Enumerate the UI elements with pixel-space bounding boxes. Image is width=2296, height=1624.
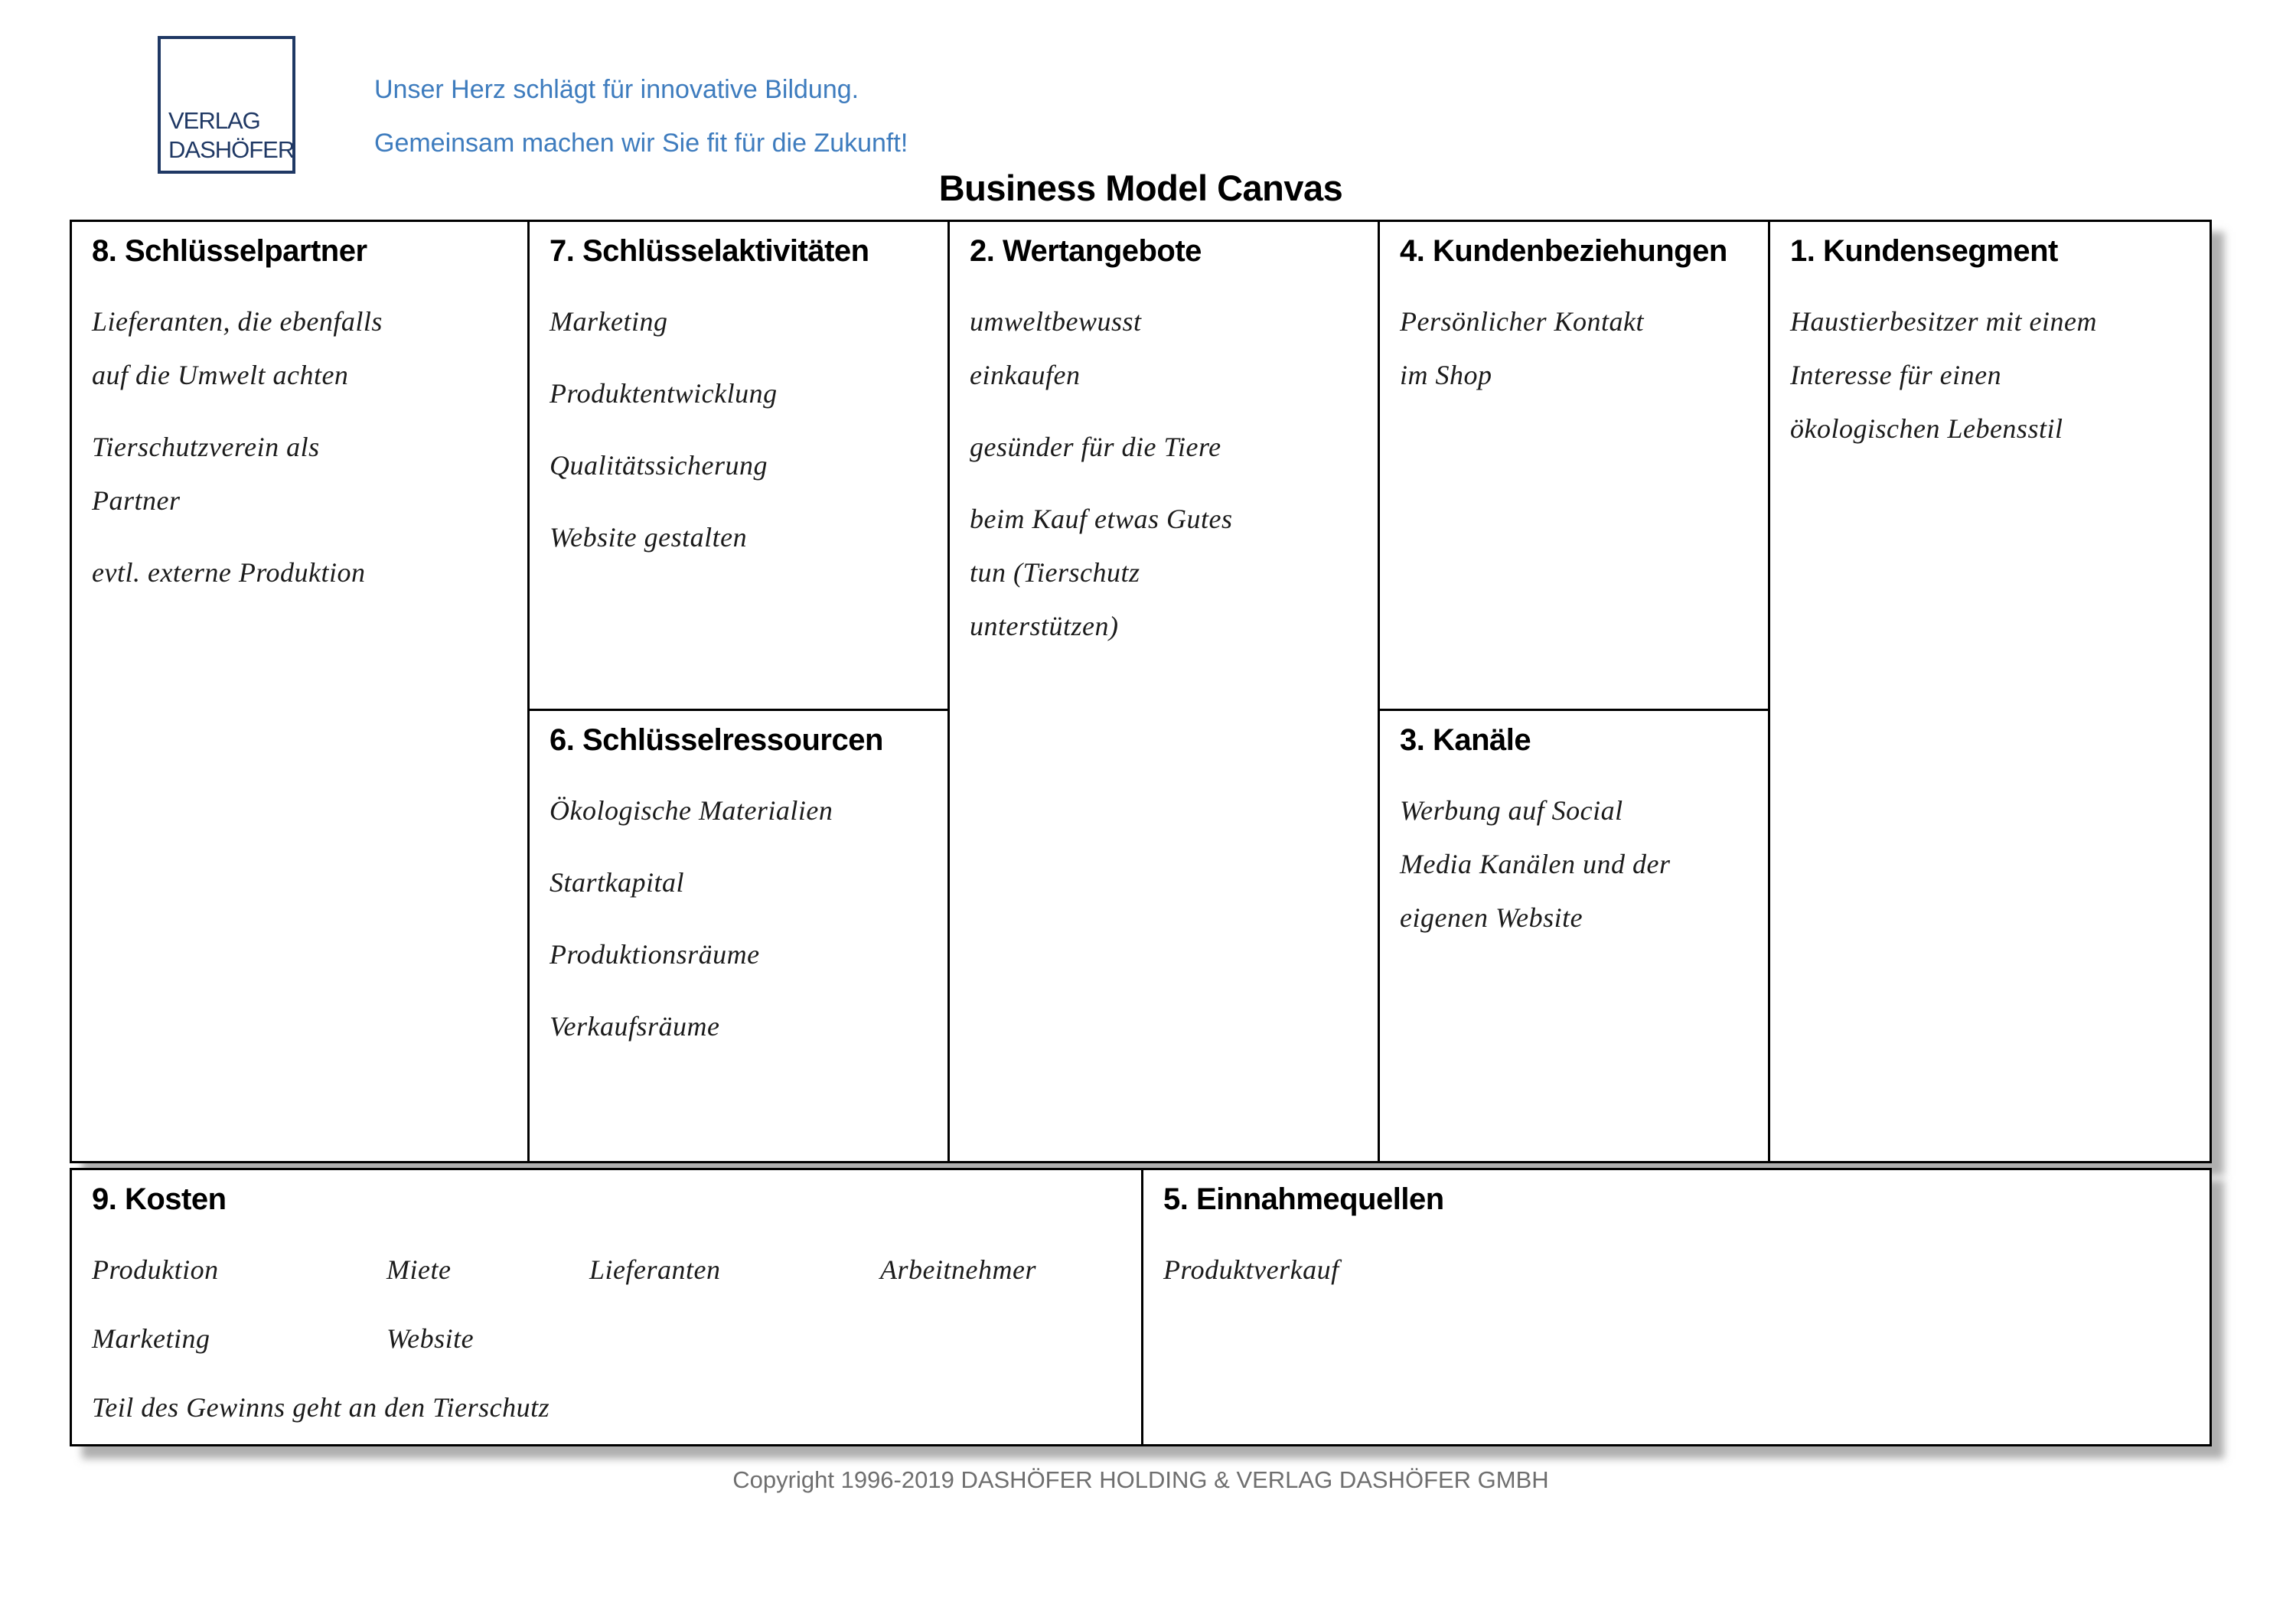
- box-heading: 5. Einnahmequellen: [1163, 1182, 1444, 1216]
- box-heading: 6. Schlüsselressourcen: [550, 723, 883, 757]
- box-heading: 2. Wertangebote: [970, 234, 1202, 268]
- note-text: Ökologische Materialien: [550, 795, 833, 826]
- copyright-line: Copyright 1996-2019 DASHÖFER HOLDING & V…: [732, 1466, 1549, 1493]
- note-text: Verkaufsräume: [550, 1011, 720, 1042]
- box-heading: 3. Kanäle: [1400, 723, 1531, 757]
- page-title: Business Model Canvas: [938, 168, 1343, 208]
- logo-line-dashoefer: DASHÖFER: [168, 136, 295, 163]
- note-text: Produktion: [92, 1254, 219, 1285]
- tagline-line-2: Gemeinsam machen wir Sie fit für die Zuk…: [374, 129, 908, 158]
- note-text: Marketing: [550, 306, 668, 337]
- note-text: Startkapital: [550, 867, 684, 898]
- box-schluesselpartner: 8. Schlüsselpartner Lieferanten, die ebe…: [72, 222, 527, 1161]
- box-heading: 9. Kosten: [92, 1182, 227, 1216]
- box-heading: 8. Schlüsselpartner: [92, 234, 367, 268]
- box-kosten: 9. Kosten Produktion Miete Lieferanten A…: [72, 1170, 1141, 1444]
- note-text: Lieferanten, die ebenfalls auf die Umwel…: [92, 306, 383, 390]
- box-heading: 4. Kundenbeziehungen: [1400, 234, 1727, 268]
- box-heading: 7. Schlüsselaktivitäten: [550, 234, 869, 268]
- note-text: Arbeitnehmer: [880, 1254, 1036, 1285]
- canvas-grid-bottom: 9. Kosten Produktion Miete Lieferanten A…: [70, 1168, 2212, 1446]
- note-text: [880, 1312, 1121, 1365]
- note-text: [589, 1312, 880, 1365]
- note-text: beim Kauf etwas Gutes tun (Tierschutz un…: [970, 504, 1233, 641]
- logo-line-verlag: VERLAG: [168, 107, 261, 134]
- note-text: Teil des Gewinns geht an den Tierschutz: [92, 1392, 550, 1423]
- note-text: Qualitätssicherung: [550, 450, 768, 481]
- note-text: Werbung auf Social Media Kanälen und der…: [1400, 795, 1671, 933]
- note-text: Marketing: [92, 1323, 210, 1354]
- note-text: Lieferanten: [589, 1254, 721, 1285]
- note-text: Website gestalten: [550, 522, 748, 553]
- box-wertangebote: 2. Wertangebote umweltbewusst einkaufen …: [947, 222, 1378, 1161]
- note-text: gesünder für die Tiere: [970, 432, 1221, 462]
- tagline-line-1: Unser Herz schlägt für innovative Bildun…: [374, 75, 859, 104]
- note-text: evtl. externe Produktion: [92, 557, 366, 588]
- note-text: Miete: [386, 1254, 452, 1285]
- note-text: Haustierbesitzer mit einem Interesse für…: [1790, 306, 2097, 444]
- box-schluesselressourcen: 6. Schlüsselressourcen Ökologische Mater…: [527, 709, 947, 1161]
- note-text: Persönlicher Kontakt im Shop: [1400, 306, 1644, 390]
- note-text: Produktverkauf: [1163, 1254, 1339, 1285]
- box-einnahmequellen: 5. Einnahmequellen Produktverkauf: [1141, 1170, 2210, 1444]
- note-text: Produktionsräume: [550, 939, 760, 970]
- box-schluesselaktivitaeten: 7. Schlüsselaktivitäten Marketing Produk…: [527, 222, 947, 709]
- kosten-entries: Produktion Miete Lieferanten Arbeitnehme…: [92, 1243, 1121, 1434]
- note-text: Tierschutzverein als Partner: [92, 432, 320, 516]
- box-kanaele: 3. Kanäle Werbung auf Social Media Kanäl…: [1378, 709, 1768, 1161]
- brand-tagline: Unser Herz schlägt für innovative Bildun…: [374, 63, 908, 170]
- note-text: Produktentwicklung: [550, 378, 778, 409]
- box-heading: 1. Kundensegment: [1790, 234, 2058, 268]
- canvas-grid-upper: 8. Schlüsselpartner Lieferanten, die ebe…: [70, 220, 2212, 1163]
- note-text: umweltbewusst einkaufen: [970, 306, 1142, 390]
- box-kundensegment: 1. Kundensegment Haustierbesitzer mit ei…: [1768, 222, 2210, 1161]
- note-text: Website: [386, 1323, 475, 1354]
- logo-text: VERLAG DASHÖFER: [168, 106, 295, 165]
- box-kundenbeziehungen: 4. Kundenbeziehungen Persönlicher Kontak…: [1378, 222, 1768, 709]
- verlag-dashoefer-logo: VERLAG DASHÖFER: [158, 36, 295, 174]
